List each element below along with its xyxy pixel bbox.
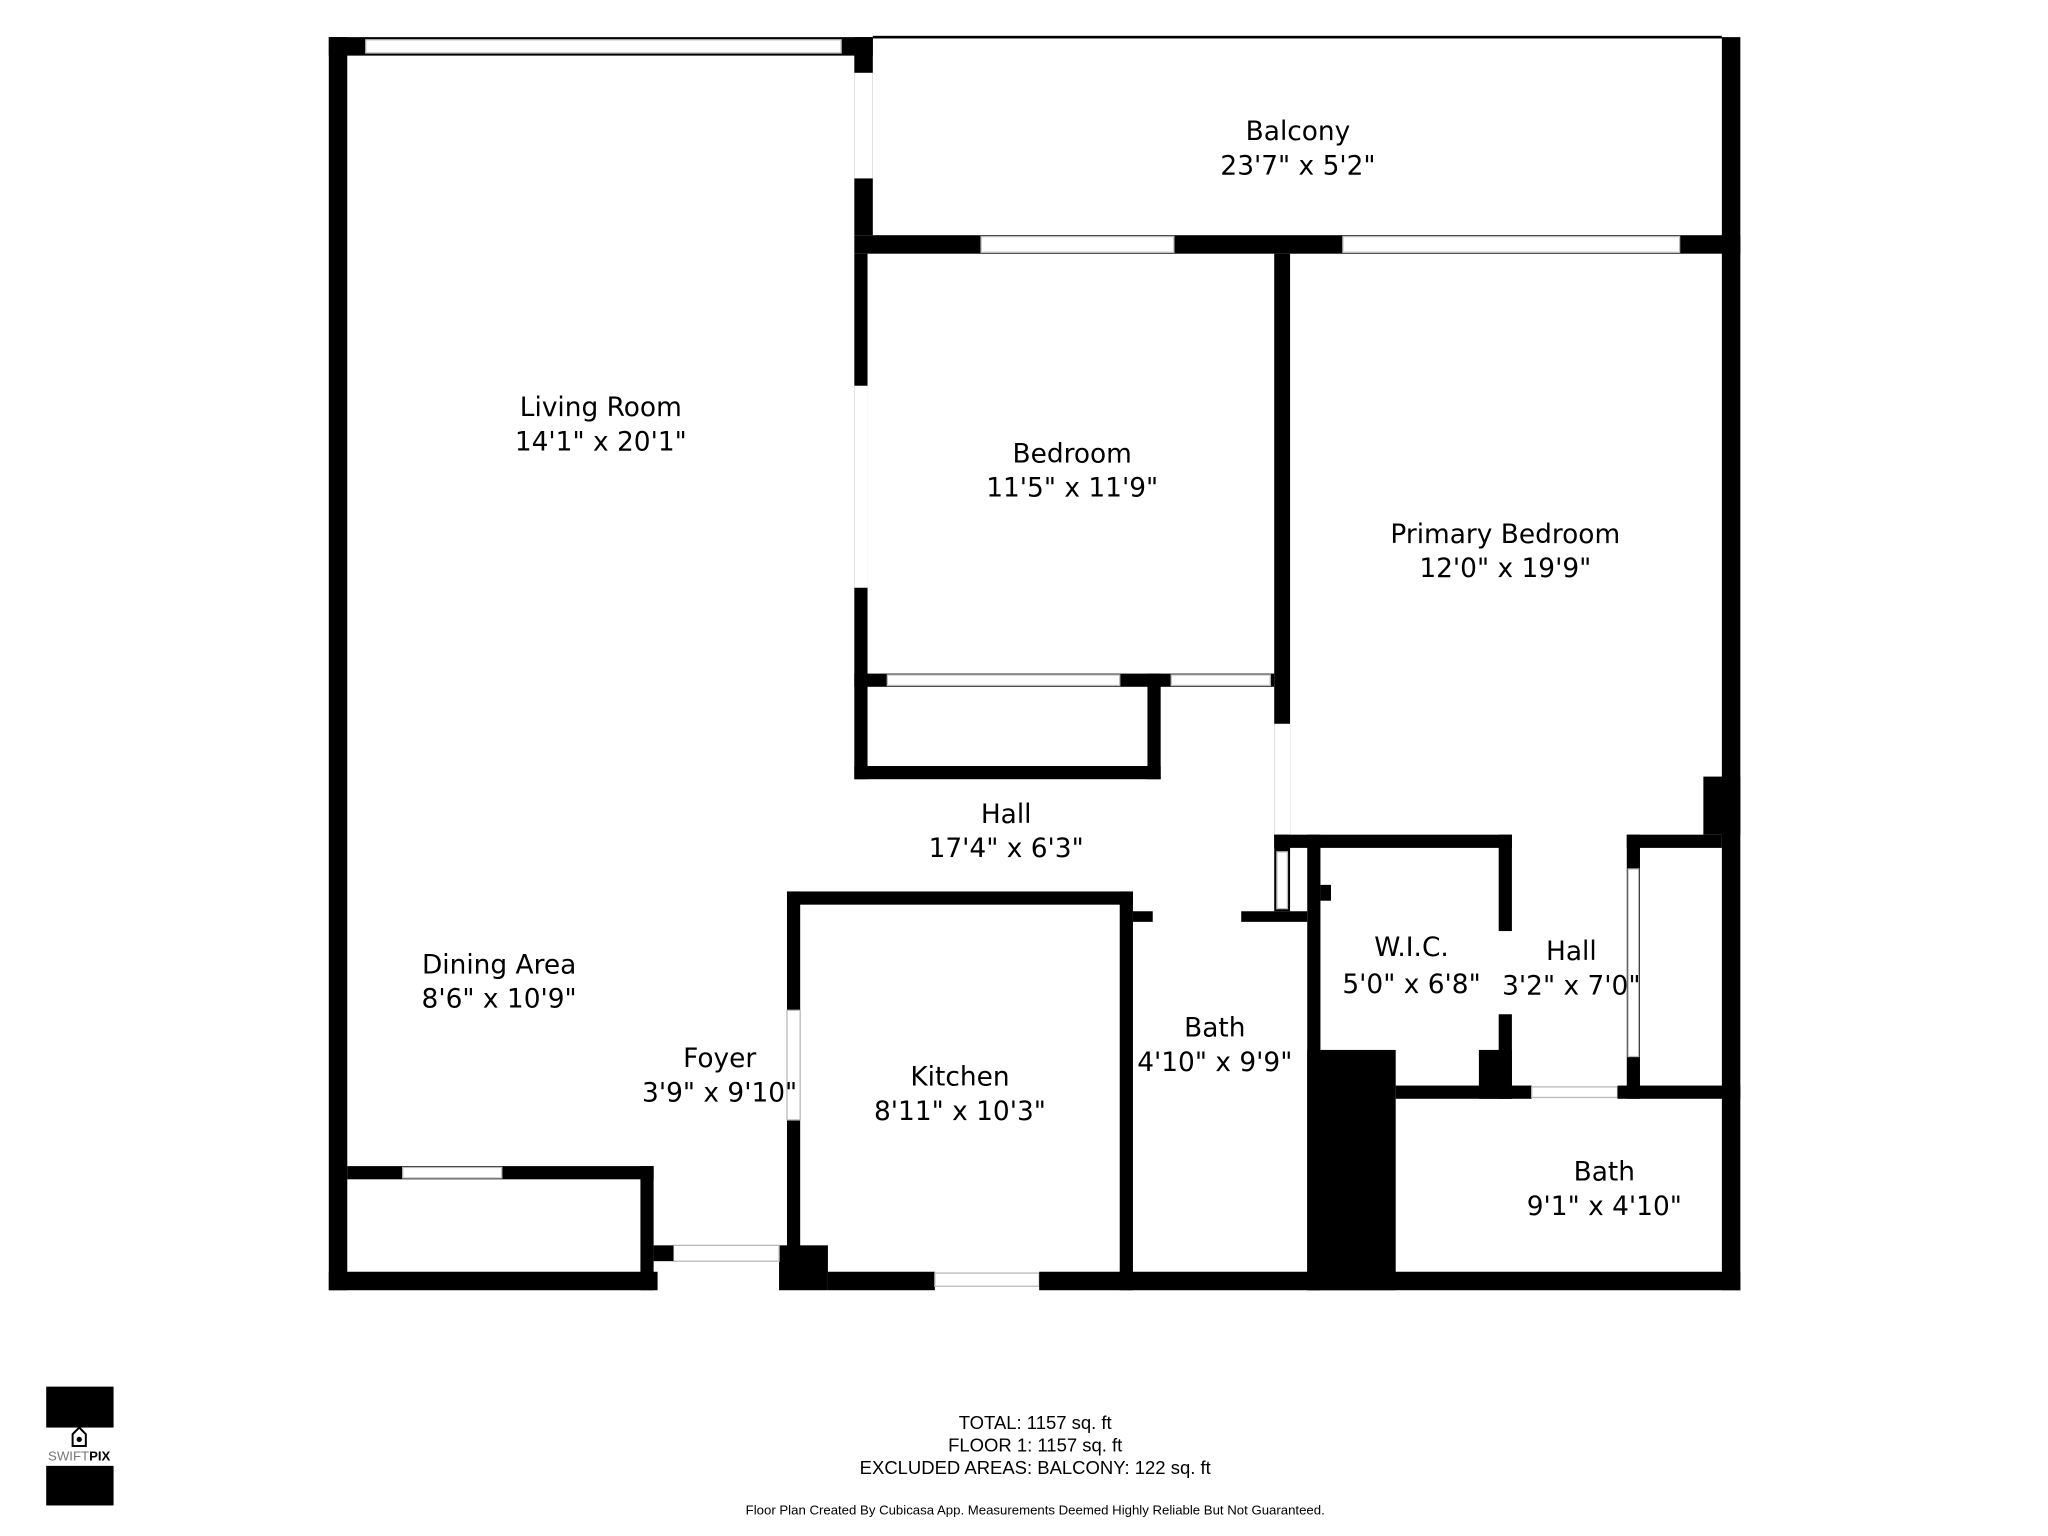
excluded-area: EXCLUDED AREAS: BALCONY: 122 sq. ft [860, 1457, 1211, 1478]
room-bath: Bath 4'10" x 9'9" [1137, 1013, 1292, 1078]
room-hall: Hall 17'4" x 6'3" [929, 799, 1084, 864]
room-bedroom: Bedroom 11'5" x 11'9" [986, 438, 1158, 503]
room-name: Kitchen [910, 1062, 1009, 1093]
room-name: Hall [981, 799, 1032, 830]
room-name: Balcony [1246, 116, 1351, 147]
room-hall-2: Hall 3'2" x 7'0" [1502, 936, 1640, 1001]
room-name: W.I.C. [1374, 932, 1448, 963]
room-dims: 17'4" x 6'3" [929, 833, 1084, 864]
room-dims: 11'5" x 11'9" [986, 473, 1158, 504]
room-name: Primary Bedroom [1390, 519, 1620, 550]
room-name: Living Room [520, 392, 682, 423]
room-name: Hall [1546, 936, 1597, 967]
room-name: Dining Area [422, 949, 576, 980]
disclaimer: Floor Plan Created By Cubicasa App. Meas… [746, 1503, 1325, 1518]
room-dims: 5'0" x 6'8" [1342, 969, 1480, 1000]
room-name: Bath [1574, 1157, 1635, 1188]
room-primary-bedroom: Primary Bedroom 12'0" x 19'9" [1390, 519, 1620, 584]
house-icon [71, 1426, 87, 1448]
swiftpix-logo: SWIFTPIX [46, 1386, 114, 1506]
balcony-door-bedroom [980, 235, 1175, 254]
primary-window [1342, 235, 1681, 254]
room-dims: 3'2" x 7'0" [1502, 970, 1640, 1001]
floor1-area: FLOOR 1: 1157 sq. ft [948, 1434, 1122, 1455]
area-summary: TOTAL: 1157 sq. ft FLOOR 1: 1157 sq. ft … [746, 1412, 1325, 1518]
room-dims: 14'1" x 20'1" [515, 426, 687, 457]
total-area: TOTAL: 1157 sq. ft [959, 1412, 1112, 1433]
room-living-room: Living Room 14'1" x 20'1" [515, 392, 687, 457]
room-dims: 3'9" x 9'10" [642, 1077, 797, 1108]
room-foyer: Foyer 3'9" x 9'10" [642, 1043, 797, 1108]
room-dims: 23'7" x 5'2" [1220, 150, 1375, 181]
room-dims: 9'1" x 4'10" [1527, 1191, 1682, 1222]
room-dims: 12'0" x 19'9" [1419, 553, 1591, 584]
room-dims: 4'10" x 9'9" [1137, 1047, 1292, 1078]
room-name: Bedroom [1013, 438, 1132, 469]
svg-text:SWIFTPIX: SWIFTPIX [48, 1449, 110, 1464]
room-dims: 8'6" x 10'9" [422, 984, 577, 1015]
room-bath-2: Bath 9'1" x 4'10" [1527, 1157, 1682, 1222]
room-name: Bath [1184, 1013, 1245, 1044]
room-balcony: Balcony 23'7" x 5'2" [1220, 116, 1375, 181]
room-kitchen: Kitchen 8'11" x 10'3" [874, 1062, 1046, 1127]
room-wic: W.I.C. 5'0" x 6'8" [1342, 932, 1480, 1000]
living-window [365, 39, 842, 54]
walls [328, 35, 1741, 1291]
room-name: Foyer [683, 1043, 756, 1074]
room-dining-area: Dining Area 8'6" x 10'9" [422, 949, 577, 1014]
room-dims: 8'11" x 10'3" [874, 1096, 1046, 1127]
